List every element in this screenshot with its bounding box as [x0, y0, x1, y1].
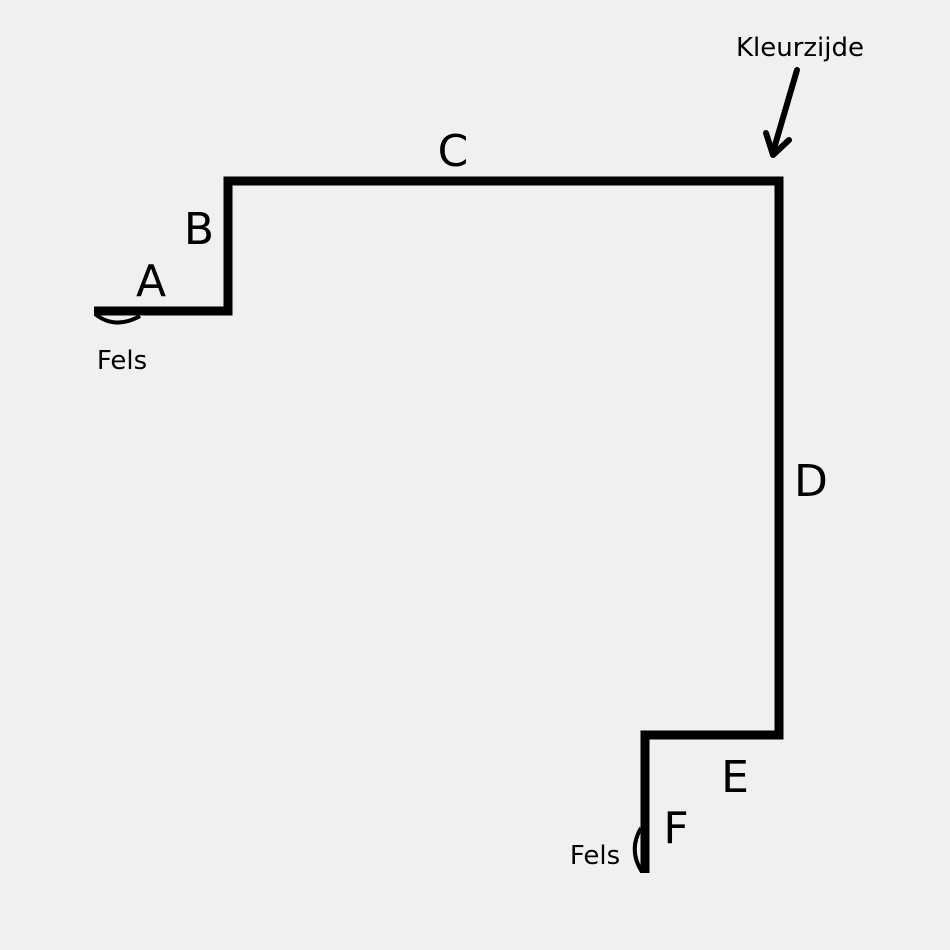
hem-label-end: Fels: [570, 841, 620, 871]
segment-label-f: F: [663, 803, 688, 854]
hem-label-start: Fels: [97, 346, 147, 376]
color-side-arrow: [763, 67, 800, 158]
hem-fold-start: [93, 312, 141, 325]
color-side-label: Kleurzijde: [736, 33, 864, 63]
hem-fold-end: [632, 826, 644, 874]
segment-label-e: E: [721, 752, 749, 803]
segment-label-d: D: [794, 456, 828, 507]
profile-line: [94, 176, 784, 873]
segment-label-b: B: [184, 204, 214, 255]
segment-label-c: C: [438, 126, 469, 177]
segment-label-a: A: [136, 256, 166, 307]
